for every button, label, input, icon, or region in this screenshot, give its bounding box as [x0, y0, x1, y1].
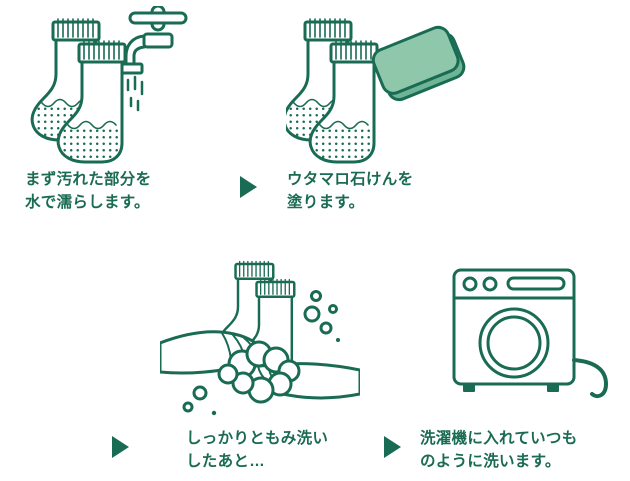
step2-caption: ウタマロ石けんを 塗ります。: [287, 168, 413, 215]
caption-line: ウタマロ石けんを: [287, 171, 414, 188]
water-drops-icon: [126, 75, 144, 112]
step1-caption: まず汚れた部分を 水で濡らします。: [25, 168, 151, 215]
machine-leg-icon: [463, 384, 475, 392]
washing-machine-icon: [452, 268, 576, 392]
caption-line: しっかりともみ洗い: [186, 430, 329, 447]
bubbles-icon: [182, 290, 340, 416]
caption-line: まず汚れた部分を: [25, 171, 152, 188]
caption-line: 水で濡らします。: [25, 194, 150, 212]
caption-line: 塗ります。: [287, 194, 365, 212]
step2-socks-with-soap-illustration: [286, 6, 466, 171]
step1-socks-under-faucet-illustration: [18, 6, 188, 171]
arrow-right-icon: [112, 436, 129, 458]
caption-line: したあと…: [186, 453, 266, 471]
machine-knob-icon: [462, 276, 478, 292]
machine-door-window-icon: [486, 315, 542, 371]
step3-hand-washing-illustration: [160, 260, 360, 416]
caption-line: 洗濯機に入れていつも: [420, 430, 578, 447]
machine-leg-icon: [547, 384, 559, 392]
soap-bar-icon: [371, 25, 466, 102]
foam-icon: [217, 340, 301, 404]
faucet-icon: [120, 6, 188, 112]
drain-hose-icon: [572, 358, 608, 399]
machine-knob-icon: [482, 276, 498, 292]
step3-caption: しっかりともみ洗い したあと…: [186, 427, 328, 474]
arrow-right-icon: [384, 436, 401, 458]
arrow-right-icon: [240, 176, 257, 198]
detergent-drawer-icon: [506, 276, 566, 291]
caption-line: のように洗います。: [420, 453, 561, 471]
step4-washing-machine-illustration: [452, 268, 608, 399]
step4-caption: 洗濯機に入れていつも のように洗います。: [420, 427, 578, 474]
